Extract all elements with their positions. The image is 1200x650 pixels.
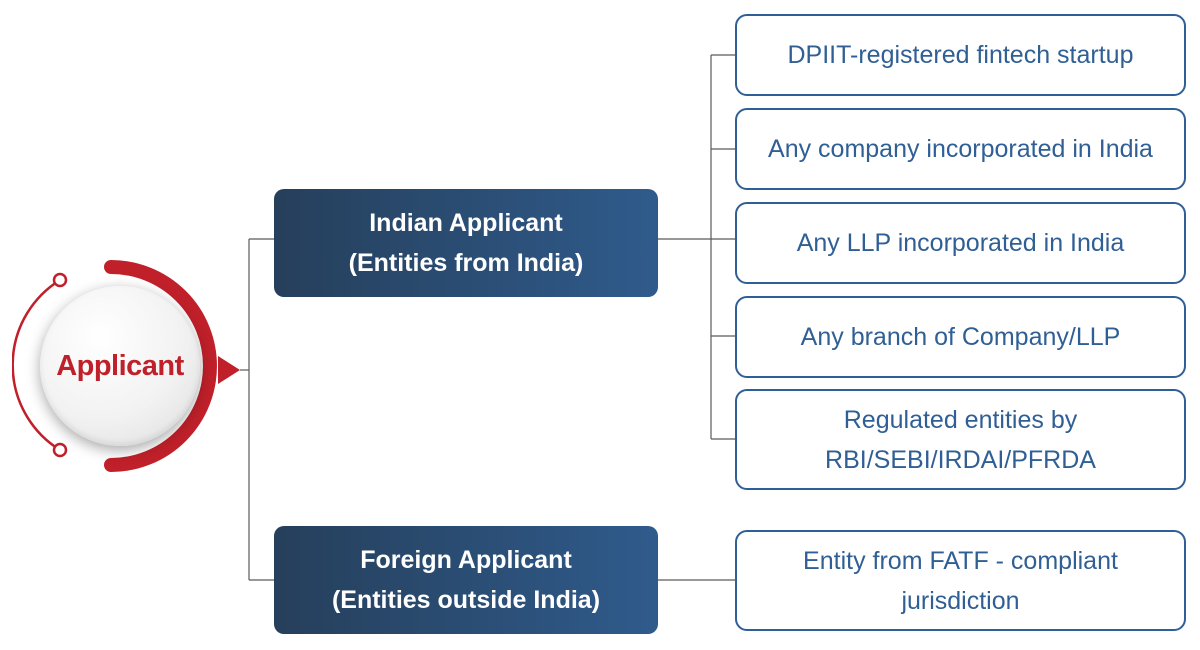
leaf-branch-company-llp: Any branch of Company/LLP [735, 296, 1186, 378]
ring-dot-bottom-icon [52, 442, 68, 458]
category-subtitle: (Entities from India) [348, 249, 584, 277]
root-node: Applicant [12, 258, 248, 474]
leaf-text-line2: RBI/SEBI/IRDAI/PFRDA [825, 445, 1096, 474]
pointer-arrow-icon [218, 356, 240, 384]
root-label: Applicant [56, 349, 184, 382]
root-ring-decoration [12, 260, 240, 472]
leaf-text: Any LLP incorporated in India [796, 229, 1125, 257]
category-foreign-applicant: Foreign Applicant (Entities outside Indi… [274, 526, 658, 634]
leaf-regulated-entities: Regulated entities by RBI/SEBI/IRDAI/PFR… [735, 389, 1186, 490]
ring-dot-top-icon [52, 272, 68, 288]
leaf-dpiit-startup: DPIIT-registered fintech startup [735, 14, 1186, 96]
leaf-text-line1: Entity from FATF - compliant [803, 546, 1118, 575]
leaf-text: Any company incorporated in India [768, 135, 1153, 163]
leaf-company-india: Any company incorporated in India [735, 108, 1186, 190]
category-indian-applicant: Indian Applicant (Entities from India) [274, 189, 658, 297]
root-circle: Applicant [40, 286, 200, 446]
leaf-text-line2: jurisdiction [901, 586, 1020, 615]
leaf-fatf-entity: Entity from FATF - compliant jurisdictio… [735, 530, 1186, 631]
leaf-text: Any branch of Company/LLP [800, 323, 1121, 351]
category-title: Indian Applicant [369, 209, 563, 237]
leaf-text-line1: Regulated entities by [843, 405, 1078, 434]
leaf-text: DPIIT-registered fintech startup [787, 41, 1134, 69]
leaf-llp-india: Any LLP incorporated in India [735, 202, 1186, 284]
category-title: Foreign Applicant [360, 546, 572, 574]
category-subtitle: (Entities outside India) [331, 586, 601, 614]
